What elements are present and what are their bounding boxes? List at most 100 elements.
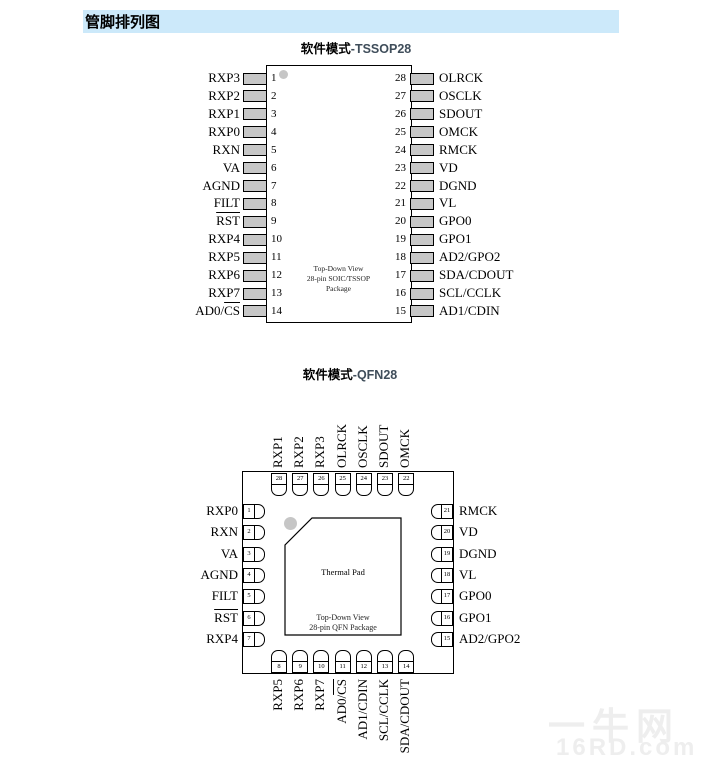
- qfn-thermal-pad-label: Thermal Pad: [321, 567, 365, 577]
- qfn-pin-label-bottom: RXP7: [312, 679, 327, 759]
- tssop-pin-pad-left: [243, 233, 267, 246]
- pin-label-part: GPO1: [439, 231, 472, 247]
- qfn-pin-pad-right: 18: [431, 567, 453, 583]
- pin-label-part: SDA/CDOUT: [397, 679, 413, 754]
- pin-label-part: AGND: [202, 177, 240, 193]
- tssop-pin-number-left: 3: [271, 107, 277, 120]
- pin-label-part: RXP2: [291, 436, 307, 468]
- qfn-pin-pad-left: 4: [243, 567, 265, 583]
- pin-label-part: SDOUT: [376, 424, 391, 468]
- tssop-pin-label-left: RXP7: [120, 285, 240, 301]
- pin-label-part: RXP1: [270, 436, 285, 468]
- tssop-pin-number-left: 11: [271, 251, 282, 264]
- qfn-pin-label-bottom: RXP5: [270, 679, 285, 759]
- pin-label-part: AD0/: [333, 694, 349, 724]
- tssop-pin-label-right: OLRCK: [439, 70, 589, 86]
- tssop-pin-pad-left: [243, 215, 267, 228]
- pin-label-part: FILT: [213, 195, 240, 211]
- pin-label-part: SCL/CCLK: [439, 285, 502, 301]
- qfn-pin-pad-top: 26: [313, 473, 330, 496]
- qfn-pin-pad-right: 21: [431, 504, 453, 519]
- pin-label-part: AD1/CDIN: [439, 302, 500, 318]
- qfn-pin-label-bottom: SDA/CDOUT: [397, 679, 413, 759]
- tssop-note-line2: 28-pin SOIC/TSSOP: [306, 274, 371, 283]
- qfn-pin-pad-right: 19: [431, 546, 453, 562]
- qfn-pin-number: 21: [441, 505, 452, 518]
- qfn-pin-label-top: RXP1: [270, 408, 285, 468]
- qfn-pin-number: 27: [293, 474, 308, 485]
- qfn-pin-label-left: RXP0: [118, 503, 238, 519]
- qfn-pin-number: 22: [399, 474, 414, 485]
- qfn-pin-number: 19: [441, 547, 452, 561]
- qfn-note-line1: Top-Down View: [316, 613, 370, 622]
- tssop-pin-number-right: 19: [395, 233, 406, 246]
- tssop-pin-pad-left: [243, 90, 267, 103]
- pin-label-part: RXP1: [208, 105, 240, 121]
- pin-label-part: AD2/GPO2: [439, 249, 501, 265]
- tssop-pin-label-left: RXP1: [120, 106, 240, 122]
- qfn-pin-pad-top: 25: [334, 473, 351, 496]
- pin-label-part: RXP4: [208, 231, 240, 247]
- tssop-pin-label-left: RXP3: [120, 70, 240, 86]
- pin-label-part: CS: [333, 679, 349, 695]
- tssop-pin-pad-left: [243, 305, 267, 318]
- pin-label-part: RMCK: [459, 503, 498, 518]
- pin-label-part: OLRCK: [333, 423, 349, 468]
- tssop-pin-number-right: 27: [395, 89, 406, 102]
- tssop-title-suffix: -TSSOP28: [350, 42, 412, 56]
- pin-label-part: RXN: [210, 524, 238, 540]
- tssop-pin-label-left: RXP4: [120, 231, 240, 247]
- tssop-pin-pad-right: [410, 72, 434, 85]
- qfn-pin-label-top: OSCLK: [355, 408, 370, 468]
- tssop-pin-number-right: 26: [395, 107, 406, 120]
- tssop-pin-label-right: AD2/GPO2: [439, 249, 589, 265]
- qfn-pin-pad-bottom: 9: [292, 650, 309, 673]
- pin-label-part: VA: [220, 545, 238, 561]
- tssop-pin-pad-left: [243, 197, 267, 210]
- qfn-pin-label-top: OMCK: [397, 408, 413, 468]
- pin-label-part: RXP2: [208, 87, 240, 103]
- tssop-title-prefix: 软件模式: [300, 42, 351, 56]
- qfn-pin-number: 23: [378, 474, 392, 485]
- qfn-pin-number: 5: [244, 590, 255, 604]
- qfn-pin-label-left: RXP4: [118, 631, 238, 647]
- qfn-pin-pad-top: 24: [355, 473, 372, 496]
- tssop-package-note: Top-Down View 28-pin SOIC/TSSOP Package: [267, 264, 410, 294]
- qfn-pin-label-right: RMCK: [459, 503, 599, 519]
- pin-label-part: VL: [439, 195, 457, 211]
- pin-label-part: CS: [224, 302, 240, 318]
- qfn-pin-label-bottom: AD1/CDIN: [355, 679, 370, 759]
- tssop-pin-label-left: RST: [120, 213, 240, 229]
- pin-label-part: DGND: [439, 177, 477, 193]
- tssop-pin-label-left: RXP5: [120, 249, 240, 265]
- qfn-pin-label-right: VL: [459, 567, 599, 583]
- tssop-pin-label-left: RXP0: [120, 124, 240, 140]
- pin-label-part: RXP3: [312, 436, 328, 468]
- pin-label-part: OMCK: [397, 428, 413, 468]
- qfn-pin-number: 10: [314, 661, 329, 672]
- qfn-pin-number: 20: [441, 526, 452, 540]
- tssop-pin-number-right: 22: [395, 179, 406, 192]
- watermark-line1: 一牛网: [548, 706, 680, 747]
- tssop-pin-pad-left: [243, 108, 267, 121]
- tssop-pin-number-left: 1: [271, 72, 277, 84]
- tssop-pin-pad-right: [410, 90, 434, 103]
- tssop-pin-pad-right: [410, 180, 434, 193]
- qfn-pin-pad-bottom: 12: [355, 650, 372, 673]
- qfn-pin-number: 2: [244, 526, 255, 540]
- qfn-pin-pad-right: 17: [431, 589, 453, 605]
- qfn-pin-number: 14: [399, 661, 414, 672]
- tssop-pin-number-left: 6: [271, 161, 277, 174]
- qfn-title-prefix: 软件模式: [302, 368, 353, 382]
- qfn-package-body: [242, 471, 454, 674]
- pin-label-part: AD0/: [195, 302, 225, 318]
- qfn-pin1-dot: [284, 517, 297, 530]
- tssop-pin-label-left: FILT: [120, 195, 240, 211]
- tssop-pin-label-right: GPO0: [439, 213, 589, 229]
- tssop-pin-label-right: SDA/CDOUT: [439, 267, 589, 283]
- qfn-pin-pad-bottom: 11: [334, 650, 351, 673]
- pin-label-part: VL: [459, 566, 477, 582]
- tssop-pin-number-right: 17: [395, 269, 406, 282]
- tssop-pin-pad-left: [243, 162, 267, 175]
- pin-label-part: RMCK: [439, 141, 478, 157]
